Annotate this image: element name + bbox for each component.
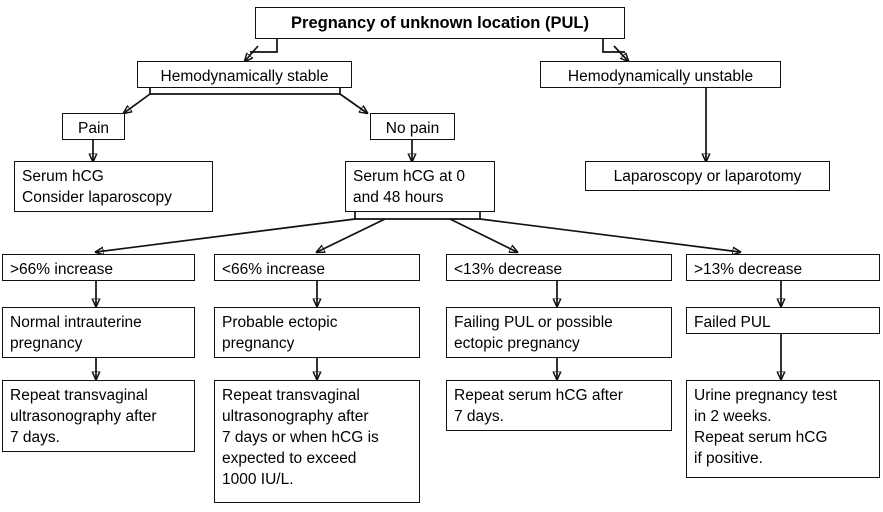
node-increase-under-66: <66% increase [214,254,420,281]
edge-root-to-unstable-arrow [613,45,628,61]
node-urine-pregnancy-test: Urine pregnancy test in 2 weeks. Repeat … [686,380,880,478]
node-increase-over-66: >66% increase [2,254,195,281]
edge-hcg-to-inc66less [317,218,386,252]
node-failed-pul: Failed PUL [686,307,880,334]
node-decrease-under-13: <13% decrease [446,254,672,281]
edge-root-to-unstable [602,38,625,53]
node-pain-action: Serum hCG Consider laparoscopy [14,161,213,212]
edge-root-to-stable-arrow [245,45,259,61]
node-hemodynamically-unstable: Hemodynamically unstable [540,61,781,88]
node-root: Pregnancy of unknown location (PUL) [255,7,625,39]
node-pain: Pain [62,113,125,140]
node-hemodynamically-stable: Hemodynamically stable [137,61,352,88]
node-repeat-tvs-7-days: Repeat transvaginal ultrasonography afte… [2,380,195,452]
edge-stable-to-pain [124,93,151,113]
edge-hcg-to-dec13less [449,218,517,252]
node-decrease-over-13: >13% decrease [686,254,880,281]
edge-stable-to-nopain [339,93,367,113]
node-normal-intrauterine-pregnancy: Normal intrauterine pregnancy [2,307,195,358]
node-unstable-action: Laparoscopy or laparotomy [585,161,830,191]
node-nopain-action: Serum hCG at 0 and 48 hours [345,161,495,212]
node-repeat-serum-hcg: Repeat serum hCG after 7 days. [446,380,672,431]
edge-stable-spine [149,87,341,95]
edge-hcg-to-inc66 [96,218,356,252]
edge-hcg-to-dec13 [479,218,740,252]
edge-hcg-spine [354,212,481,220]
edge-root-to-stable [250,38,278,53]
node-no-pain: No pain [370,113,455,140]
node-failing-pul: Failing PUL or possible ectopic pregnanc… [446,307,672,358]
node-repeat-tvs-or-hcg: Repeat transvaginal ultrasonography afte… [214,380,420,503]
node-probable-ectopic-pregnancy: Probable ectopic pregnancy [214,307,420,358]
